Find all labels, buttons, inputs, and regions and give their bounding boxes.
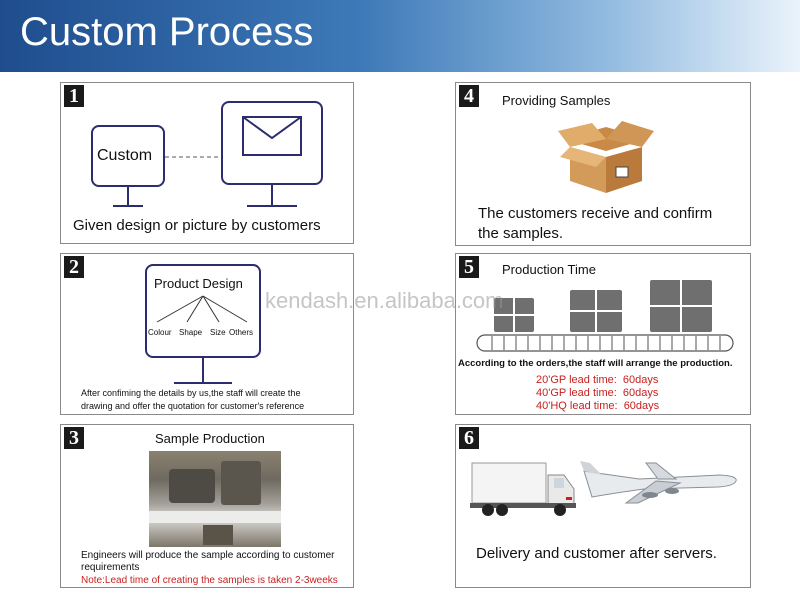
envelope-monitor-icon [221, 101, 323, 185]
option-shape: Shape [179, 328, 203, 337]
monitor-base [174, 382, 232, 384]
header-banner: Custom Process [0, 0, 800, 72]
step-3-caption-line1: Engineers will produce the sample accord… [81, 550, 335, 561]
step-3-note: Note:Lead time of creating the samples i… [81, 575, 338, 586]
custom-monitor-icon: Custom [91, 125, 165, 187]
branch-lines [156, 295, 248, 323]
envelope-icon [242, 116, 302, 156]
option-colour: Colour [148, 328, 172, 337]
truck-icon [470, 462, 576, 516]
machine-photo [149, 451, 281, 547]
step-number: 3 [64, 427, 84, 449]
step-5-title: Production Time [502, 262, 596, 277]
airplane-icon [580, 461, 737, 504]
step-1-panel: 1 Custom Given design or picture by cust… [60, 82, 354, 244]
lead-time-40gp: 40'GP lead time: 60days [536, 387, 659, 399]
monitor-base [113, 205, 143, 207]
option-others: Others [229, 328, 254, 337]
dashed-connector [165, 156, 221, 158]
step-number: 5 [459, 256, 479, 278]
step-5-arrange-text: According to the orders,the staff will a… [458, 358, 733, 369]
step-6-caption: Delivery and customer after servers. [476, 545, 717, 562]
product-design-monitor: Product Design Colour Shape Size Others [145, 264, 261, 358]
step-number: 2 [64, 256, 84, 278]
step-2-panel: 2 Product Design Colour Shape Size Other… [60, 253, 354, 415]
monitor-stand [271, 185, 273, 205]
cardboard-box-icon [558, 121, 654, 193]
lead-time-40hq: 40'HQ lead time: 60days [536, 400, 660, 412]
conveyor-belt-icon [476, 334, 734, 352]
step-number: 1 [64, 85, 84, 107]
step-3-panel: 3 Sample Production Engineers will produ… [60, 424, 354, 588]
step-4-panel: 4 Providing Samples The customers receiv… [455, 82, 751, 246]
step-2-caption-line2: drawing and offer the quotation for cust… [81, 401, 305, 411]
monitor-stand [202, 358, 204, 382]
monitor-label: Custom [97, 147, 153, 164]
step-4-caption-line2: the samples. [478, 225, 564, 242]
page-title: Custom Process [20, 10, 314, 54]
step-6-panel: 6 Delivery and customer after servers. [455, 424, 751, 588]
step-1-caption: Given design or picture by customers [73, 217, 321, 234]
step-number: 4 [459, 85, 479, 107]
window-icon [494, 298, 534, 332]
step-3-caption-line2: requirements [81, 562, 140, 573]
lead-time-20gp: 20'GP lead time: 60days [536, 374, 659, 386]
product-design-title: Product Design [154, 276, 243, 291]
step-4-title: Providing Samples [502, 93, 611, 108]
step-number: 6 [459, 427, 479, 449]
window-icon [570, 290, 622, 332]
step-2-caption-line1: After confiming the details by us,the st… [81, 388, 301, 398]
monitor-stand [127, 187, 129, 205]
step-5-panel: 5 Production Time According to the order… [455, 253, 751, 415]
step-3-title: Sample Production [155, 431, 265, 446]
window-icon [650, 280, 712, 332]
step-4-caption-line1: The customers receive and confirm [478, 205, 713, 222]
option-size: Size [210, 328, 226, 337]
monitor-base [247, 205, 297, 207]
